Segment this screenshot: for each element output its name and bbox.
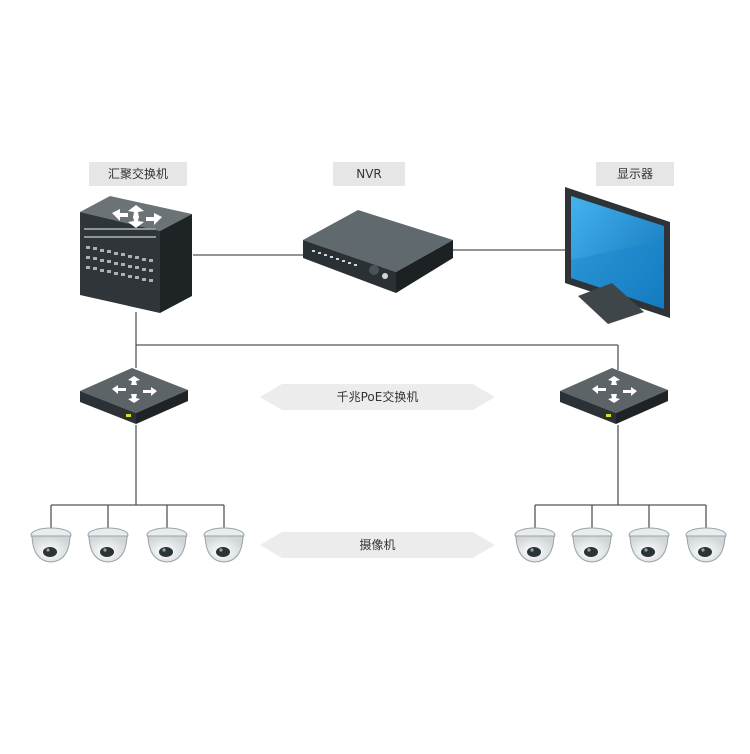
core-switch-label: 汇聚交换机 xyxy=(89,162,187,186)
nvr-label: NVR xyxy=(333,162,405,186)
monitor-icon xyxy=(565,187,670,324)
dome-camera-icon xyxy=(514,527,556,563)
camera-label: 摄像机 xyxy=(359,538,396,552)
dome-camera-icon xyxy=(146,527,188,563)
monitor-label: 显示器 xyxy=(596,162,674,186)
dome-camera-icon xyxy=(87,527,129,563)
dome-camera-icon xyxy=(571,527,613,563)
dome-camera-icon xyxy=(628,527,670,563)
camera-arrow-banner xyxy=(260,532,495,558)
nvr-icon xyxy=(303,210,453,293)
dome-camera-icon xyxy=(30,527,72,563)
poe-switch-arrow-banner xyxy=(260,384,495,410)
poe-switch-left-icon xyxy=(80,368,188,424)
poe-switch-label: 千兆PoE交换机 xyxy=(336,390,419,404)
dome-camera-icon xyxy=(203,527,245,563)
dome-camera-icon xyxy=(685,527,727,563)
camera-group xyxy=(30,527,727,563)
core-switch-icon xyxy=(80,196,192,313)
poe-switch-right-icon xyxy=(560,368,668,424)
connection-lines xyxy=(50,249,707,528)
